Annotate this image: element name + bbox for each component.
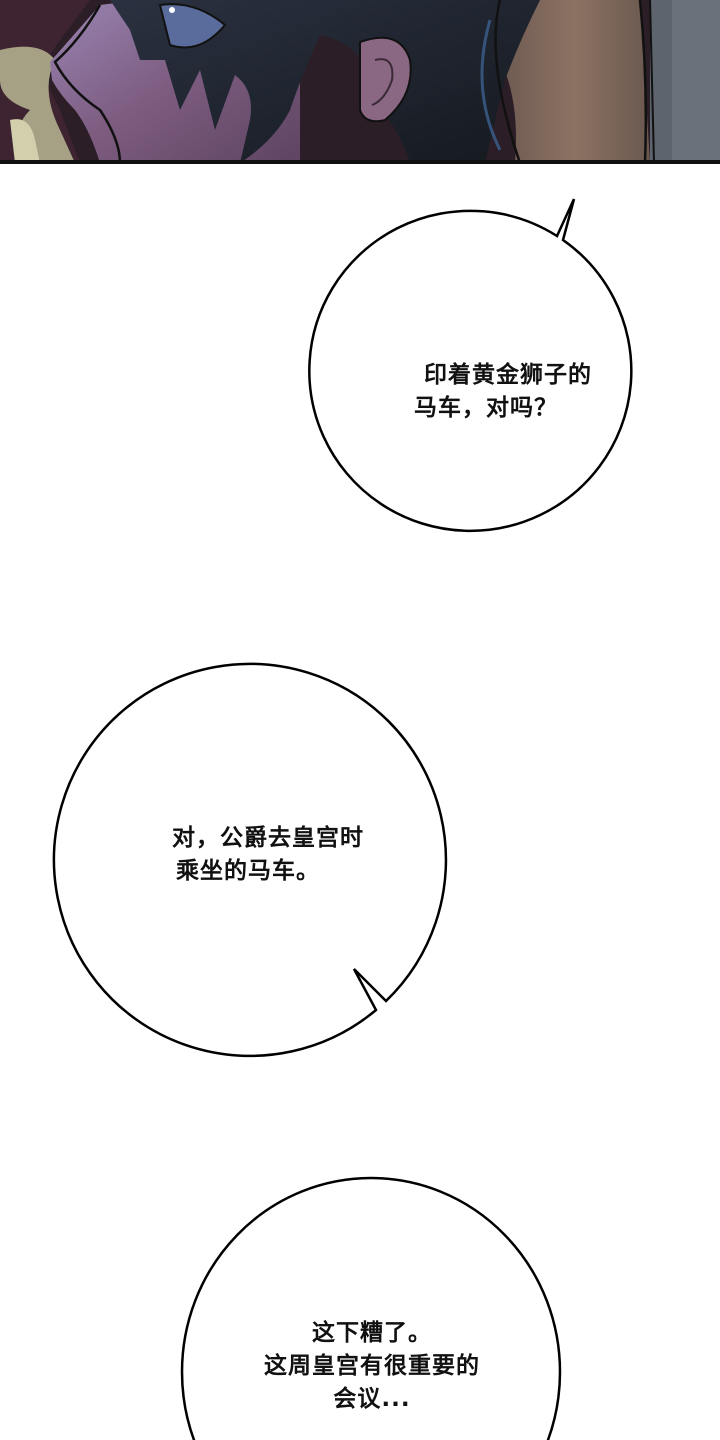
- speech-bubble-1: [308, 198, 633, 533]
- speech-bubble-2-text: 对，公爵去皇宫时 乘坐的马车。: [146, 822, 390, 888]
- top-comic-panel: [0, 0, 720, 163]
- speech-bubble-1-text: 印着黄金狮子的 马车，对吗？: [400, 359, 616, 425]
- bubble-2-line-1: 对，公爵去皇宫时: [172, 825, 364, 851]
- panel-border: [0, 160, 720, 164]
- character-closeup-illustration: [0, 0, 720, 163]
- bubble-2-line-2: 乘坐的马车。: [176, 858, 320, 884]
- bubble-3-line-2: 这周皇宫有很重要的: [264, 1353, 480, 1379]
- speech-bubble-3: [180, 1176, 562, 1440]
- speech-bubble-2: [52, 662, 448, 1058]
- bubble-3-line-3: 会议...: [333, 1386, 411, 1412]
- bubble-1-line-1: 印着黄金狮子的: [424, 362, 592, 388]
- bubble-1-line-2: 马车，对吗？: [414, 395, 558, 421]
- bubble-3-line-1: 这下糟了。: [312, 1320, 432, 1346]
- speech-bubble-3-text: 这下糟了。 这周皇宫有很重要的 会议...: [236, 1317, 508, 1416]
